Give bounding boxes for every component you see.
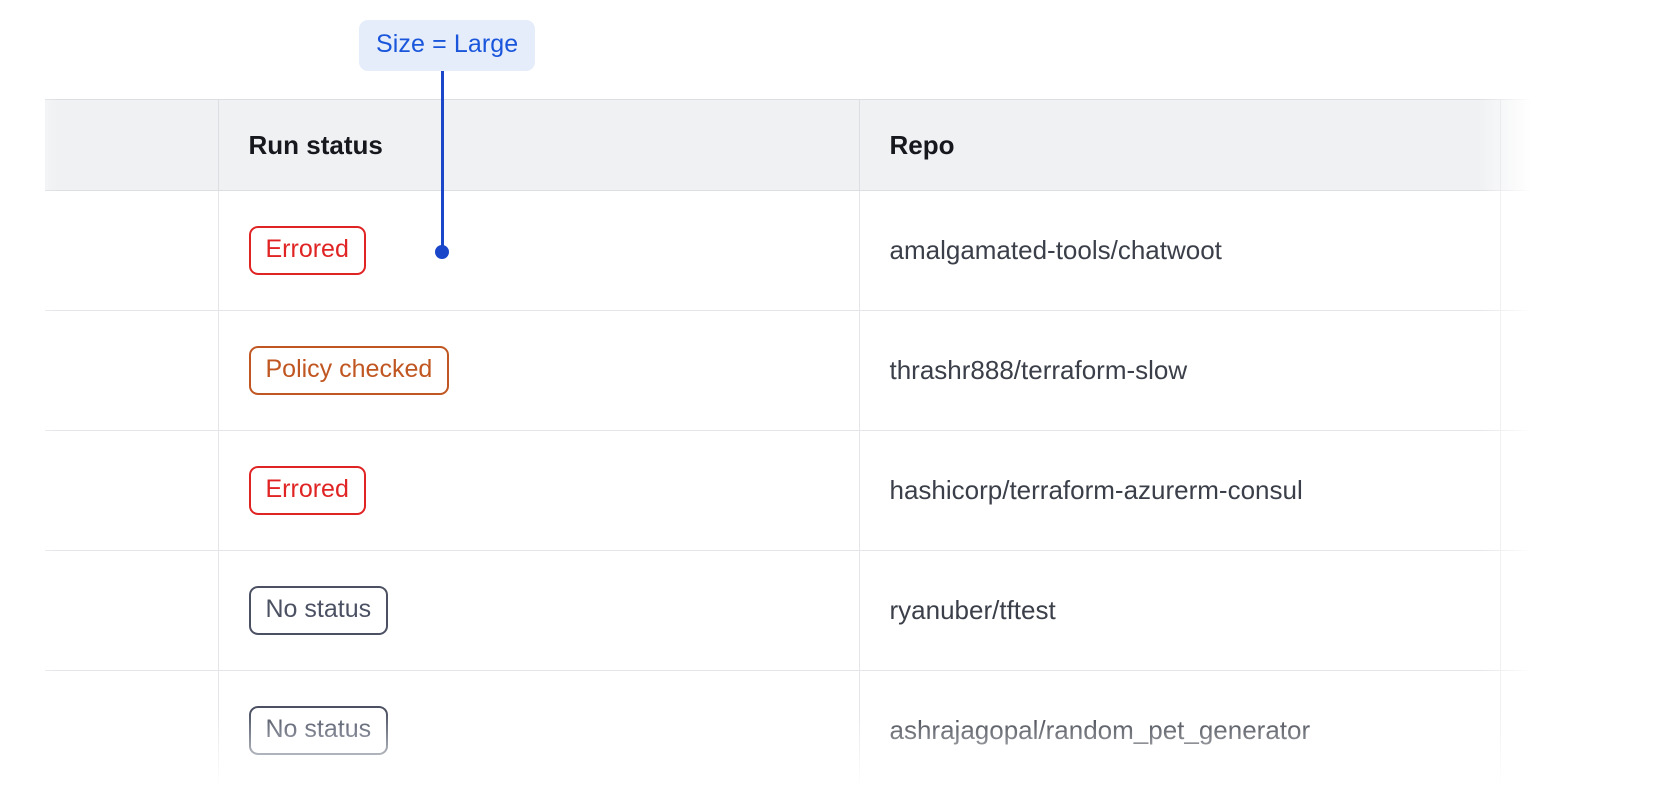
repo-cell: thrashr888/terraform-slow: [859, 310, 1501, 431]
row-select-cell[interactable]: [45, 430, 219, 551]
row-select-cell[interactable]: [45, 670, 219, 788]
table-header-row: Run status Repo: [45, 99, 1645, 191]
run-status-cell: No status: [218, 550, 860, 671]
table-header: Run status Repo: [45, 99, 1645, 191]
row-tail-cell: [1500, 671, 1645, 788]
table-row[interactable]: No status ryanuber/tftest: [45, 550, 1645, 671]
column-header-select[interactable]: [45, 99, 219, 191]
run-status-cell: Errored: [218, 430, 860, 551]
annotation-connector-line: [441, 58, 444, 252]
run-status-cell: No status: [218, 670, 860, 788]
status-badge: Errored: [248, 226, 366, 275]
column-header-run-status[interactable]: Run status: [218, 99, 860, 191]
run-status-table: Run status Repo Errored amalgamated-tools…: [45, 99, 1645, 788]
row-tail-cell: [1500, 310, 1645, 431]
repo-cell: ryanuber/tftest: [859, 550, 1501, 671]
annotation-connector-dot: [435, 245, 449, 259]
annotation-callout: Size = Large: [359, 20, 536, 71]
repo-cell: amalgamated-tools/chatwoot: [859, 190, 1501, 311]
row-select-cell[interactable]: [45, 550, 219, 671]
row-tail-cell: [1500, 550, 1645, 671]
row-tail-cell: [1500, 430, 1645, 551]
row-tail-cell: [1500, 190, 1645, 311]
annotation-label: Size = Large: [359, 20, 536, 71]
row-select-cell[interactable]: [45, 190, 219, 311]
repo-cell: hashicorp/terraform-azurerm-consul: [859, 430, 1501, 551]
column-header-repo[interactable]: Repo: [859, 99, 1501, 191]
table-row[interactable]: No status ashrajagopal/random_pet_generat…: [45, 670, 1645, 788]
run-status-cell: Policy checked: [218, 310, 860, 431]
status-badge: No status: [248, 706, 389, 756]
status-badge: Policy checked: [248, 346, 450, 395]
table-row[interactable]: Policy checked thrashr888/terraform-slow: [45, 310, 1645, 431]
row-select-cell[interactable]: [45, 310, 219, 431]
status-badge: Errored: [248, 466, 366, 515]
run-status-cell: Errored: [218, 190, 860, 311]
table-row[interactable]: Errored hashicorp/terraform-azurerm-consu…: [45, 430, 1645, 551]
table-row[interactable]: Errored amalgamated-tools/chatwoot: [45, 190, 1645, 311]
table-viewport: Run status Repo Errored amalgamated-tools…: [0, 99, 1672, 788]
column-header-tail[interactable]: [1500, 99, 1645, 191]
repo-cell: ashrajagopal/random_pet_generator: [859, 670, 1501, 788]
status-badge: No status: [248, 586, 389, 635]
